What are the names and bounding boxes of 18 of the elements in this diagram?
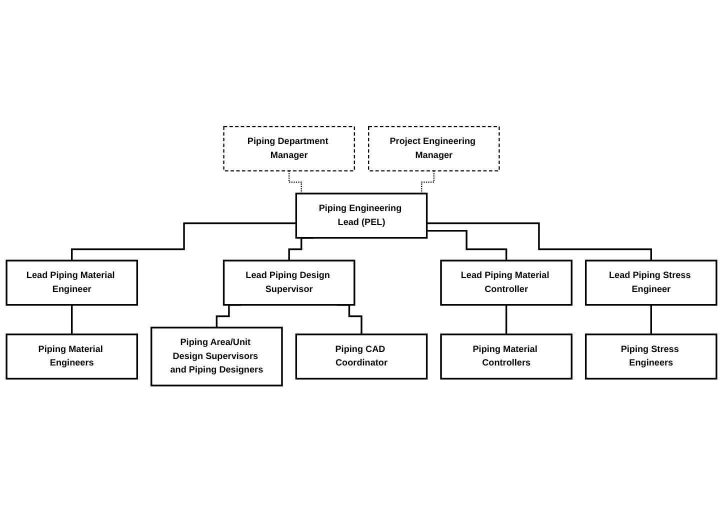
node-box: Piping Stress Engineers bbox=[584, 334, 718, 380]
connector bbox=[426, 222, 652, 262]
connector bbox=[426, 230, 508, 262]
connector bbox=[505, 304, 508, 336]
connector bbox=[71, 304, 73, 336]
connector bbox=[650, 304, 652, 336]
node-box: Piping Material Controllers bbox=[440, 334, 572, 380]
node-box: Project Engineering Manager bbox=[368, 126, 500, 172]
node-box: Lead Piping Stress Engineer bbox=[584, 260, 718, 306]
connector bbox=[71, 222, 296, 262]
node-box: Lead Piping Design Supervisor bbox=[222, 260, 356, 306]
node-box: Piping Engineering Lead (PEL) bbox=[295, 192, 428, 239]
node-box: Piping CAD Coordinator bbox=[295, 334, 428, 380]
node-box: Piping Department Manager bbox=[223, 126, 355, 172]
node-box: Lead Piping Material Engineer bbox=[6, 260, 138, 306]
node-box: Piping Material Engineers bbox=[6, 334, 138, 380]
node-box: Lead Piping Material Controller bbox=[440, 260, 572, 306]
node-box: Piping Area/Unit Design Supervisors and Piping Designers bbox=[150, 326, 283, 386]
